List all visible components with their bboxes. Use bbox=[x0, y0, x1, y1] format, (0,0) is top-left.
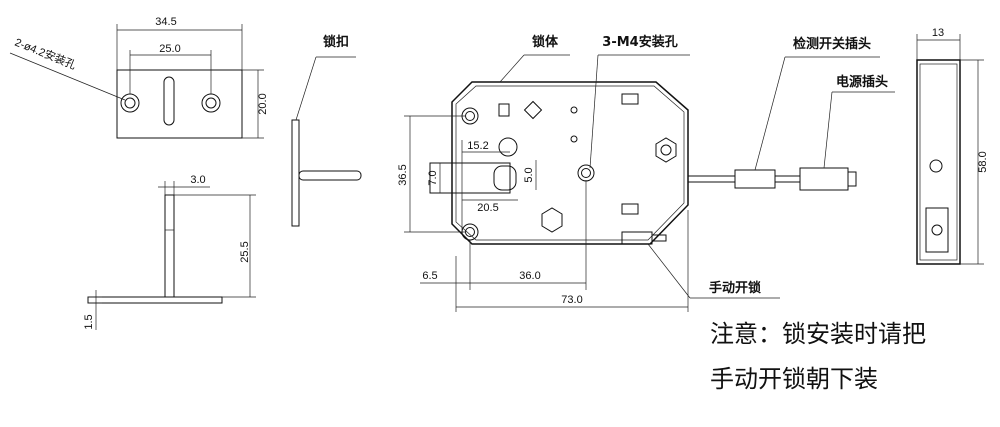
latch-front-view: 锁扣 bbox=[291, 34, 362, 227]
dim-plate-hole-pitch: 25.0 bbox=[159, 43, 180, 55]
notice-line-1: 注意：锁安装时请把 bbox=[710, 320, 926, 348]
dim-side-height: 58.0 bbox=[977, 151, 989, 172]
power-plug-label: 电源插头 bbox=[836, 74, 888, 90]
lock-side-view: 13 58.0 bbox=[916, 27, 989, 265]
notice-line-2: 手动开锁朝下装 bbox=[710, 365, 878, 393]
hole-spec-label: 2-ø4.2安装孔 bbox=[13, 35, 78, 72]
dim-latch-height: 25.5 bbox=[239, 241, 251, 262]
dim-bolt-x: 15.2 bbox=[467, 140, 488, 152]
mount-holes-label: 3-M4安装孔 bbox=[602, 34, 677, 50]
latch-side-view: 3.0 25.5 1.5 bbox=[83, 174, 256, 330]
install-notice: 注意：锁安装时请把 手动开锁朝下装 bbox=[710, 320, 926, 393]
manual-unlock-label: 手动开锁 bbox=[709, 280, 761, 296]
dim-plate-width: 34.5 bbox=[155, 16, 176, 28]
lock-body-view: 36.5 7.0 15.2 5.0 20.5 6.5 36.0 73.0 锁体 … bbox=[397, 34, 895, 312]
lock-body-label: 锁体 bbox=[532, 34, 559, 50]
dim-body-width: 73.0 bbox=[561, 294, 582, 306]
dim-latch-offset: 3.0 bbox=[190, 174, 205, 186]
strike-plate-view: 34.5 25.0 20.0 2-ø4.2安装孔 bbox=[9, 16, 269, 139]
detect-plug-label: 检测开关插头 bbox=[793, 36, 871, 52]
latch-label: 锁扣 bbox=[323, 34, 349, 50]
dim-body-hole-pitch-h: 36.0 bbox=[519, 270, 540, 282]
dim-bolt-small: 5.0 bbox=[523, 167, 535, 182]
dim-side-width: 13 bbox=[932, 27, 944, 39]
dim-plate-height: 20.0 bbox=[257, 93, 269, 114]
dim-bolt-height: 7.0 bbox=[427, 170, 439, 185]
dim-latch-thickness: 1.5 bbox=[83, 314, 95, 329]
dim-body-hole-pitch-v: 36.5 bbox=[397, 164, 409, 185]
dim-bolt-len: 20.5 bbox=[477, 202, 498, 214]
dim-body-offset: 6.5 bbox=[422, 270, 437, 282]
